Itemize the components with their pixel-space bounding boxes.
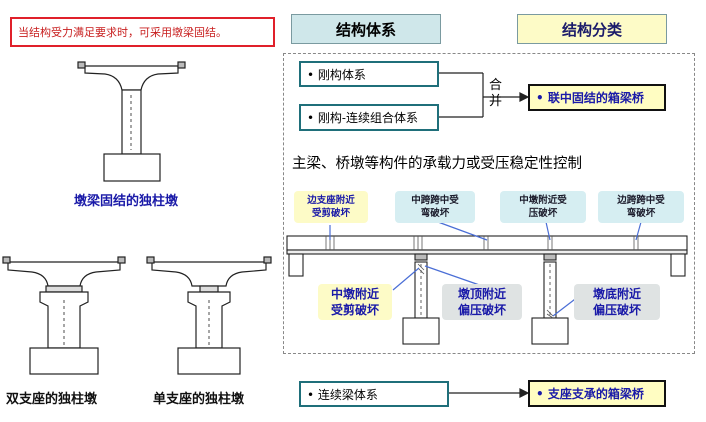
fixed-pier-label: 墩梁固结的独柱墩 — [74, 194, 179, 209]
double-bearing-pier-label: 双支座的独柱墩 — [6, 392, 98, 407]
tag-mid-pier-shear: 中墩附近 受剪破坏 — [318, 284, 392, 320]
structural-system-header: 结构体系 — [291, 14, 441, 44]
merge-connector — [437, 72, 530, 118]
system-panel — [283, 53, 695, 354]
fixed-box-girder-result: • 联中固结的箱梁桥 — [528, 84, 666, 111]
merge-label: 合并 — [489, 78, 503, 109]
double-bearing-pier-drawing — [2, 256, 126, 375]
tag-pier-bottom-eccentric: 墩底附近 偏压破坏 — [574, 284, 660, 320]
tag-side-span-bending: 边跨跨中受 弯破坏 — [598, 191, 684, 223]
tag-side-bearing-shear: 边支座附近 受剪破坏 — [294, 191, 368, 223]
continuous-girder-system-box: • 连续梁体系 — [299, 381, 449, 407]
single-bearing-pier-drawing — [146, 256, 272, 375]
continuous-connector — [448, 388, 530, 398]
fixed-pier-drawing — [77, 61, 186, 182]
tag-mid-span-bending: 中跨跨中受 弯破坏 — [395, 191, 475, 223]
structural-classification-header: 结构分类 — [517, 14, 667, 44]
tag-pier-top-eccentric: 墩顶附近 偏压破坏 — [442, 284, 522, 320]
bearing-box-girder-result: • 支座支承的箱梁桥 — [528, 380, 666, 407]
single-bearing-pier-label: 单支座的独柱墩 — [153, 392, 245, 407]
design-note: 当结构受力满足要求时，可采用墩梁固结。 — [10, 17, 275, 47]
control-statement: 主梁、桥墩等构件的承载力或受压稳定性控制 — [292, 156, 582, 172]
continuous-bridge-drawing — [286, 235, 688, 345]
tag-mid-pier-compression: 中墩附近受 压破坏 — [500, 191, 586, 223]
rigid-continuous-system-box: • 刚构-连续组合体系 — [299, 104, 439, 131]
rigid-frame-system-box: • 刚构体系 — [299, 61, 439, 87]
